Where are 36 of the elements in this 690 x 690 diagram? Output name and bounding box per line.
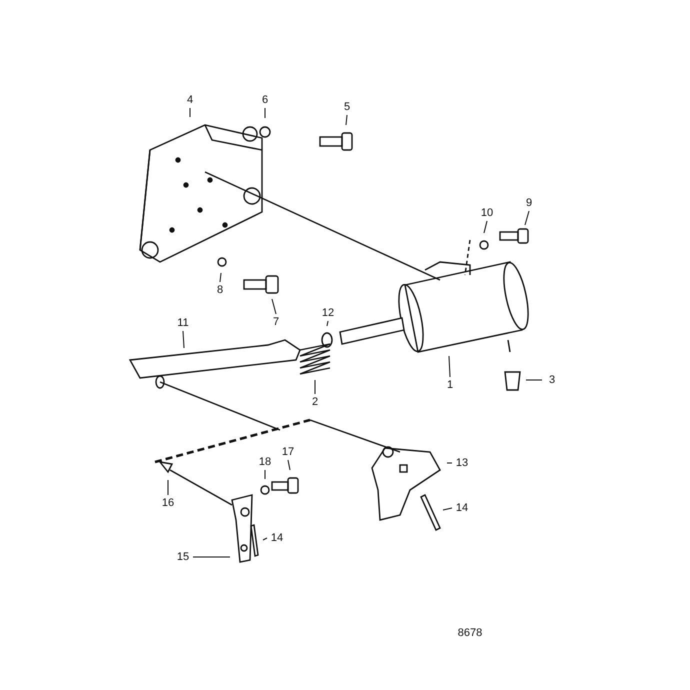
leader-line <box>264 108 266 118</box>
leader-line <box>484 220 488 234</box>
callout-number: 6 <box>262 94 268 106</box>
callout-number: 1 <box>446 379 454 391</box>
callout-number: 17 <box>282 446 294 458</box>
leader-line <box>314 380 316 394</box>
callout-number: 7 <box>272 316 280 328</box>
leader-line <box>346 114 348 126</box>
leader-line <box>272 298 276 314</box>
callout-number: 13 <box>456 457 468 469</box>
callout-number: 16 <box>162 497 174 509</box>
callout-number: 4 <box>186 94 194 106</box>
callout-number: 18 <box>258 456 272 468</box>
callout-number: 10 <box>480 207 494 219</box>
callout-number: 11 <box>177 317 189 329</box>
callout-number: 5 <box>344 101 350 113</box>
leader-line <box>220 272 222 282</box>
callout-number: 3 <box>548 374 556 386</box>
callout-number: 8 <box>216 284 224 296</box>
leader-line <box>288 460 290 470</box>
callout-number: 14 <box>456 502 468 514</box>
callout-number: 15 <box>176 551 190 563</box>
callout-number: 2 <box>312 396 318 408</box>
leader-line <box>446 462 452 464</box>
leader-line <box>524 210 530 226</box>
leader-line <box>442 508 452 510</box>
callout-number: 12 <box>322 307 334 319</box>
leader-line <box>192 556 230 558</box>
callout-number: 9 <box>526 197 532 209</box>
callout-number: 14 <box>270 532 284 544</box>
leader-line <box>182 330 184 348</box>
leader-line <box>448 356 450 378</box>
leader-line <box>326 320 328 326</box>
drawing-number: 8678 <box>458 627 482 639</box>
leader-line <box>262 538 268 540</box>
leader-line <box>264 470 266 480</box>
